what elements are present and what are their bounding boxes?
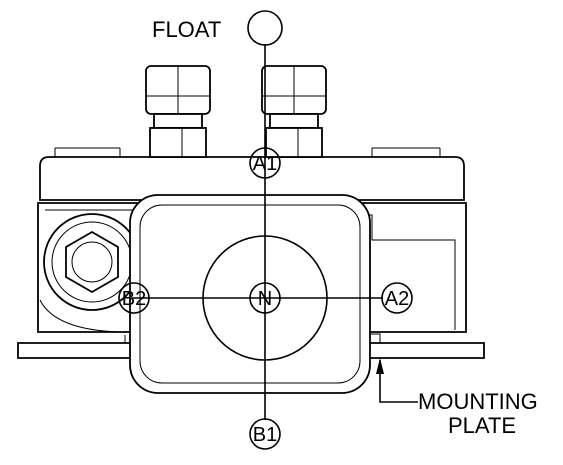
position-a1-label: A1 [253,153,277,175]
position-b2-label: B2 [122,288,146,310]
position-b1-label: B1 [253,424,277,446]
mounting-plate-leader: MOUNTING PLATE [376,358,538,438]
position-b1: B1 [249,418,281,450]
fitting-right [261,65,327,158]
axis-lines [132,44,383,420]
position-a2-label: A2 [385,288,409,310]
position-b2: B2 [118,282,150,314]
mounting-label-line2: PLATE [448,413,516,438]
mounting-label-line1: MOUNTING [418,389,538,414]
float-label: FLOAT [152,17,221,42]
position-a1: A1 [249,147,281,179]
position-a2: A2 [381,282,413,314]
leader-arrow-icon [376,358,384,374]
float-position-marker: FLOAT [152,10,283,46]
position-neutral-label: N [258,288,272,310]
valve-upper-housing [39,147,465,201]
fitting-left [145,65,211,158]
side-hex-fitting [39,213,141,333]
position-neutral: N [249,282,281,314]
